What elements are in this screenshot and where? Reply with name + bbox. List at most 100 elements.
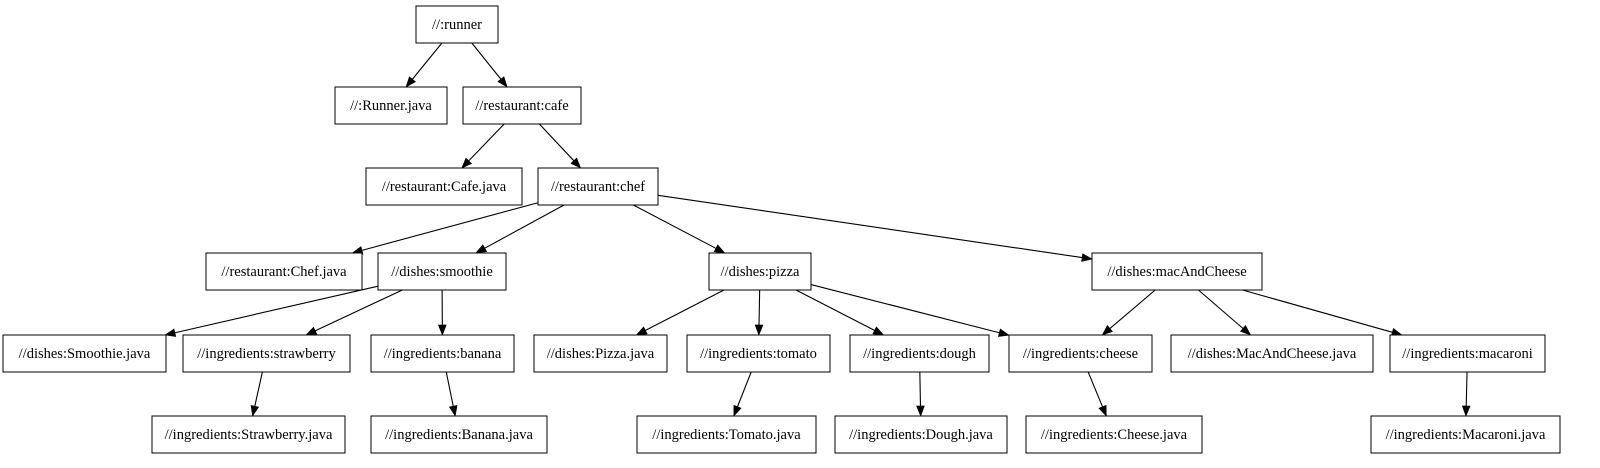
edge-arrowhead	[733, 404, 742, 417]
node-label: //ingredients:Cheese.java	[1041, 427, 1188, 443]
edge-line	[471, 42, 502, 81]
node-box[interactable]	[636, 415, 817, 454]
graph-node-tomato_java[interactable]: //ingredients:Tomato.java	[636, 415, 817, 454]
node-box[interactable]	[205, 252, 363, 291]
node-box[interactable]	[151, 415, 346, 454]
graph-node-macandcheese_java[interactable]: //dishes:MacAndCheese.java	[1170, 334, 1374, 373]
node-box[interactable]	[1008, 334, 1153, 373]
graph-node-smoothie[interactable]: //dishes:smoothie	[377, 252, 507, 291]
edge-line	[919, 371, 922, 408]
graph-edge-strawberry-to-strawberry_java	[250, 371, 263, 417]
graph-node-runner_java[interactable]: //:Runner.java	[334, 86, 448, 125]
edge-arrowhead	[713, 244, 726, 254]
node-label: //dishes:Smoothie.java	[19, 346, 151, 362]
node-box[interactable]	[708, 252, 812, 291]
graph-node-macaroni_java[interactable]: //ingredients:Macaroni.java	[1370, 415, 1561, 454]
graph-edge-runner-to-runner_java	[405, 42, 443, 88]
graph-node-pizza[interactable]: //dishes:pizza	[708, 252, 812, 291]
edge-arrowhead	[497, 76, 508, 88]
node-box[interactable]	[1389, 334, 1546, 373]
edge-line	[411, 42, 443, 81]
edge-arrowhead	[1098, 404, 1107, 417]
edge-arrowhead	[916, 405, 925, 417]
graph-edge-smoothie-to-banana	[437, 289, 447, 336]
graph-edge-cafe-to-chef	[538, 123, 582, 169]
graph-edge-runner-to-cafe	[471, 42, 508, 88]
node-box[interactable]	[533, 334, 668, 373]
node-box[interactable]	[686, 334, 831, 373]
graph-edge-macandcheese-to-macaroni	[1242, 289, 1403, 337]
node-box[interactable]	[1091, 252, 1263, 291]
edge-line	[758, 289, 761, 327]
node-label: //dishes:smoothie	[391, 264, 493, 280]
node-layer: //:runner //:Runner.java //restaurant:cafe…	[2, 5, 1561, 454]
graph-node-cafe[interactable]: //restaurant:cafe	[462, 86, 582, 125]
node-box[interactable]	[365, 167, 523, 206]
graph-edge-smoothie-to-smoothie_java	[164, 285, 379, 337]
graph-node-chef[interactable]: //restaurant:chef	[537, 167, 659, 206]
node-box[interactable]	[370, 415, 548, 454]
graph-edge-pizza-to-pizza_java	[635, 289, 725, 336]
edge-line	[173, 285, 379, 334]
edge-arrowhead	[1101, 325, 1113, 336]
graph-edge-cafe-to-cafe_java	[461, 123, 505, 169]
edge-line	[810, 284, 1001, 334]
graph-edge-macaroni-to-macaroni_java	[1461, 371, 1471, 417]
node-label: //dishes:MacAndCheese.java	[1188, 346, 1357, 362]
node-label: //dishes:Pizza.java	[547, 346, 655, 362]
edge-line	[467, 123, 505, 162]
node-box[interactable]	[334, 86, 448, 125]
edge-line	[483, 204, 565, 250]
graph-node-strawberry_java[interactable]: //ingredients:Strawberry.java	[151, 415, 346, 454]
graph-node-chef_java[interactable]: //restaurant:Chef.java	[205, 252, 363, 291]
graph-node-dough_java[interactable]: //ingredients:Dough.java	[834, 415, 1008, 454]
graph-edge-dough-to-dough_java	[916, 371, 925, 417]
edge-line	[1465, 371, 1468, 408]
graph-node-macandcheese[interactable]: //dishes:macAndCheese	[1091, 252, 1263, 291]
edge-line	[644, 289, 725, 332]
graph-node-cheese[interactable]: //ingredients:cheese	[1008, 334, 1153, 373]
graph-node-banana_java[interactable]: //ingredients:Banana.java	[370, 415, 548, 454]
edge-line	[254, 371, 263, 408]
node-box[interactable]	[182, 334, 351, 373]
graph-node-smoothie_java[interactable]: //dishes:Smoothie.java	[2, 334, 167, 373]
graph-node-cafe_java[interactable]: //restaurant:Cafe.java	[365, 167, 523, 206]
node-box[interactable]	[537, 167, 659, 206]
node-box[interactable]	[1025, 415, 1203, 454]
node-box[interactable]	[415, 5, 499, 44]
edge-line	[314, 289, 403, 332]
graph-node-cheese_java[interactable]: //ingredients:Cheese.java	[1025, 415, 1203, 454]
node-box[interactable]	[370, 334, 515, 373]
graph-node-dough[interactable]: //ingredients:dough	[849, 334, 990, 373]
edge-arrowhead	[475, 244, 488, 254]
graph-edge-pizza-to-dough	[795, 289, 885, 336]
node-box[interactable]	[1370, 415, 1561, 454]
node-label: //ingredients:macaroni	[1402, 346, 1532, 362]
graph-node-runner[interactable]: //:runner	[415, 5, 499, 44]
edge-line	[1198, 289, 1245, 330]
edge-arrowhead	[448, 405, 458, 417]
node-box[interactable]	[462, 86, 582, 125]
graph-node-pizza_java[interactable]: //dishes:Pizza.java	[533, 334, 668, 373]
edge-arrowhead	[997, 328, 1010, 337]
node-label: //:Runner.java	[350, 98, 432, 114]
graph-edge-banana-to-banana_java	[445, 371, 458, 417]
graph-edge-tomato-to-tomato_java	[733, 371, 752, 417]
edge-line	[1087, 371, 1104, 408]
node-label: //ingredients:strawberry	[197, 346, 336, 362]
graph-node-banana[interactable]: //ingredients:banana	[370, 334, 515, 373]
node-box[interactable]	[377, 252, 507, 291]
node-box[interactable]	[2, 334, 167, 373]
graph-edge-pizza-to-cheese	[810, 284, 1010, 337]
node-box[interactable]	[834, 415, 1008, 454]
graph-node-tomato[interactable]: //ingredients:tomato	[686, 334, 831, 373]
graph-node-strawberry[interactable]: //ingredients:strawberry	[182, 334, 351, 373]
node-box[interactable]	[1170, 334, 1374, 373]
edge-arrowhead	[405, 76, 416, 88]
graph-edge-chef-to-pizza	[633, 204, 726, 254]
graph-edge-pizza-to-tomato	[754, 289, 764, 336]
node-box[interactable]	[849, 334, 990, 373]
graph-node-macaroni[interactable]: //ingredients:macaroni	[1389, 334, 1546, 373]
graph-edge-chef-to-smoothie	[475, 204, 565, 254]
